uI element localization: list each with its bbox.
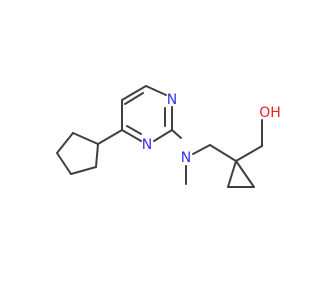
bond-c2-amine: [171, 129, 182, 139]
pyrimidine-nitrogen-3-label: N: [142, 137, 152, 153]
bond-lines: [56, 85, 263, 188]
bond-c6-c5: [121, 85, 147, 101]
bond-c4-n3-inner: [126, 125, 142, 135]
bond-cpr1-cpr2: [227, 160, 237, 188]
bond-cp2-cp3: [70, 166, 97, 175]
atom-labels: N N N OH: [142, 92, 281, 166]
bond-amine-ch2: [192, 144, 211, 155]
bond-c6-c5-inner: [124, 92, 144, 105]
molecule-structure-diagram: N N N OH: [56, 85, 281, 188]
pyrimidine-nitrogen-1-label: N: [167, 92, 177, 108]
bond-n3-c2: [153, 129, 173, 142]
bond-c4-cyclopentyl: [97, 129, 123, 145]
bond-cpr3-cpr1: [235, 160, 255, 188]
bond-cp1-cp2: [95, 143, 99, 168]
bond-c4-n3: [121, 129, 142, 142]
bond-ch2-cyclopropyl: [209, 144, 237, 162]
bond-cyclopropyl-ch2: [235, 145, 263, 162]
bond-cp3-cp4: [56, 152, 72, 175]
hydroxyl-label: OH: [259, 105, 281, 121]
bond-cp4-cp5: [56, 132, 74, 154]
bond-cp5-cp1: [72, 132, 99, 145]
amine-nitrogen-label: N: [181, 150, 191, 166]
bond-n1-c6: [145, 85, 167, 96]
